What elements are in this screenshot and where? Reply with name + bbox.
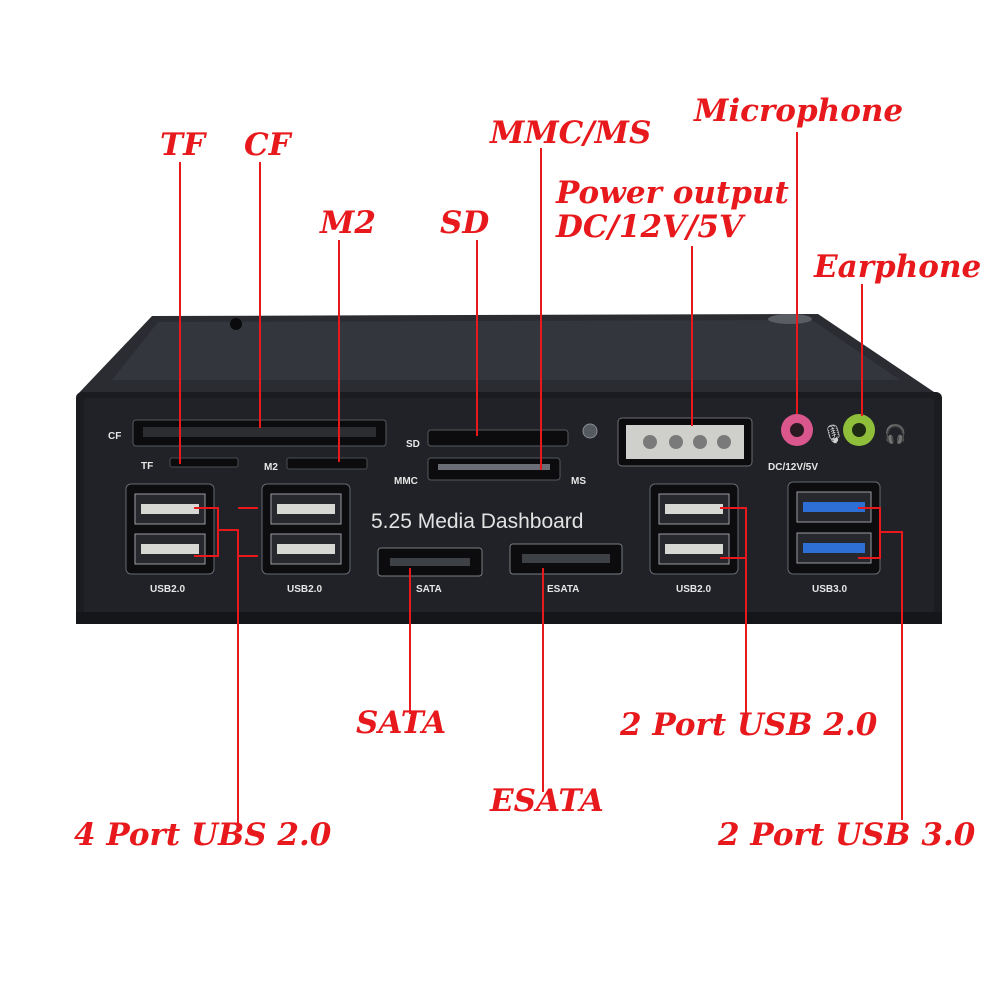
panel-label-dc: DC/12V/5V [768,462,819,473]
callout-power-line2: DC/12V/5V [556,209,744,245]
callout-usb20-2port: 2 Port USB 2.0 [620,707,878,743]
screw-hole [230,318,242,330]
usb20-port-stack-c [649,483,739,575]
panel-label-usb-a: USB2.0 [150,584,186,595]
leader-usb20-2port [720,507,747,716]
indicator-led [582,423,598,439]
callout-usb30-2port: 2 Port USB 3.0 [718,817,976,853]
usb20-port-stack-b [261,483,351,575]
panel-label-m2: M2 [264,462,278,473]
panel-label-tf: TF [141,461,154,472]
panel-label-usb3: USB3.0 [812,584,848,595]
usb30-port-stack [787,481,881,575]
callout-sata: SATA [356,705,447,741]
headphone-icon: 🎧 [884,423,906,445]
callout-sd: SD [440,205,490,241]
panel-label-sata: SATA [416,584,442,595]
callout-microphone: Microphone [694,93,904,129]
leader-usb20-4port [194,507,258,824]
callout-esata: ESATA [490,783,604,819]
mic-icon: 🎙 [822,424,845,445]
leader-lines [179,132,903,824]
panel-label-mmc: MMC [394,476,418,487]
panel-label-sd: SD [406,439,420,450]
panel-label-usb-b: USB2.0 [287,584,323,595]
callout-earphone: Earphone [814,249,982,285]
tf-slot [169,457,239,468]
panel-label-usb-c: USB2.0 [676,584,712,595]
callout-usb20-4port: 4 Port UBS 2.0 [74,817,332,853]
panel-label-esata: ESATA [547,584,580,595]
panel-label-ms: MS [571,476,586,487]
callout-mmc-ms: MMC/MS [490,115,652,151]
callout-tf: TF [160,127,206,163]
callout-m2: M2 [320,205,376,241]
callout-power-line1: Power output [556,175,789,211]
usb20-port-stack-a [125,483,215,575]
callout-cf: CF [244,127,291,163]
sd-slot [427,429,569,447]
panel-title: 5.25 Media Dashboard [371,510,584,533]
leader-usb30-2port [858,507,903,820]
panel-label-cf: CF [108,431,122,442]
m2-slot [286,457,368,470]
